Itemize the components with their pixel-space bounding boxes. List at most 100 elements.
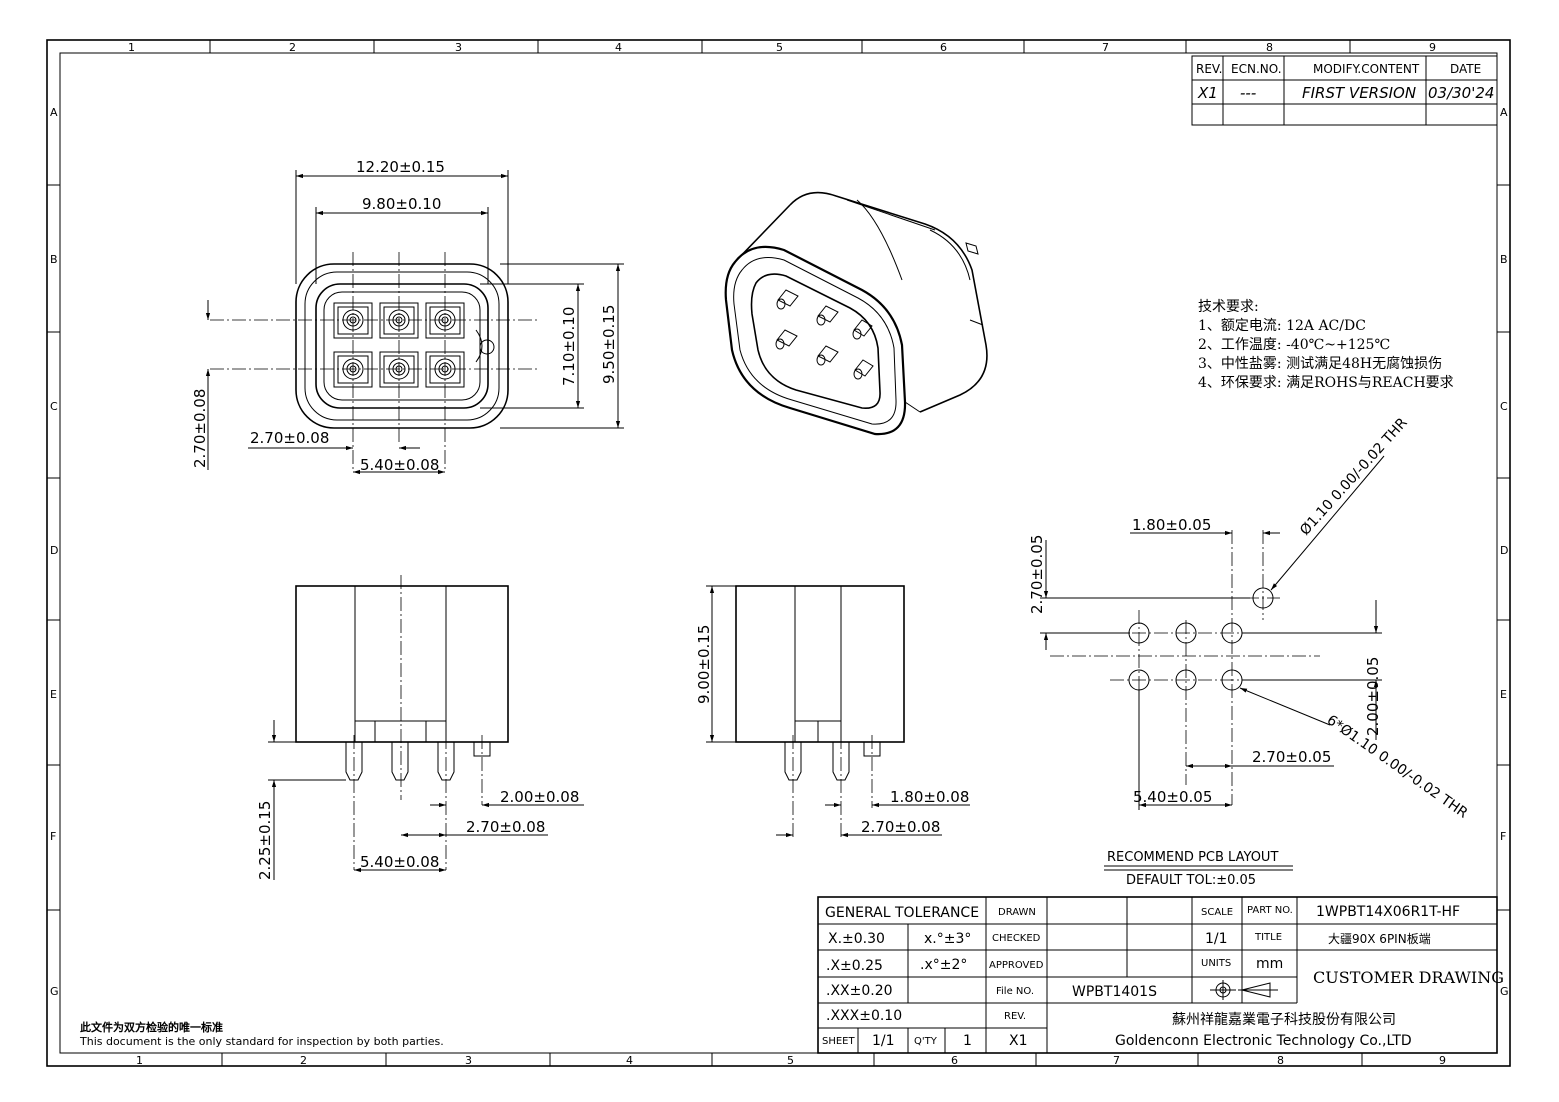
tech-notes-title: 技术要求: [1198,299,1259,315]
title-block: GENERAL TOLERANCE X.±0.30 .X±0.25 .XX±0.… [817,896,1504,1054]
zone-col-1: 1 [128,41,135,54]
zone-row-a: A [50,106,58,119]
zone-row-f: F [50,830,56,843]
zone-row-d-right: D [1500,544,1508,557]
zone-row-e: E [50,688,57,701]
rev-ecn-value: --- [1240,84,1256,102]
zone-row-f-right: F [1500,830,1506,843]
customer-drawing-label: CUSTOMER DRAWING [1313,968,1504,987]
angle-tolerance-2: .x°±2° [920,957,967,973]
zone-row-c-right: C [1500,400,1508,413]
dim-pcb-col-pitch: 2.70±0.05 [1252,748,1331,766]
front-view: 12.20±0.15 9.80±0.10 7.10±0.10 9.50±0.15… [191,158,624,475]
zone-col-8-bottom: 8 [1277,1054,1284,1067]
sheet-value: 1/1 [872,1033,895,1049]
zone-col-3-bottom: 3 [465,1054,472,1067]
tolerance-2dp: .XX±0.20 [826,983,893,999]
general-tolerance-label: GENERAL TOLERANCE [825,905,979,921]
zone-col-4-bottom: 4 [626,1054,633,1067]
tech-note-4: 4、环保要求: 满足ROHS与REACH要求 [1198,375,1454,391]
rev-header-rev: REV. [1196,62,1222,76]
title-value: 大疆90X 6PIN板端 [1328,932,1431,946]
part-no-value: 1WPBT14X06R1T-HF [1316,904,1460,920]
units-value: mm [1256,956,1283,972]
side-view-right: 9.00±0.15 1.80±0.08 2.70±0.08 [695,585,970,838]
zone-row-a-right: A [1500,106,1508,119]
tech-note-2: 2、工作温度: -40℃~+125℃ [1198,337,1390,353]
tech-note-1: 1、额定电流: 12A AC/DC [1198,318,1366,334]
zone-col-1-bottom: 1 [136,1054,143,1067]
notice-cn: 此文件为双方检验的唯一标准 [80,1020,223,1034]
pcb-layout: 1.80±0.05 2.70±0.05 2.00±0.05 2.70±0.05 … [1028,415,1471,888]
dim-pin-offset: 2.00±0.08 [500,788,579,806]
dim-overall-width: 12.20±0.15 [356,158,445,176]
zone-col-4: 4 [615,41,622,54]
zone-col-6-bottom: 6 [951,1054,958,1067]
rev-date-value: 03/30'24 [1428,84,1494,102]
title-label: TITLE [1254,932,1282,943]
zone-row-b: B [50,253,58,266]
rev-value-tb: X1 [1009,1033,1028,1049]
dim-pin-offset-right: 1.80±0.08 [890,788,969,806]
sheet-label: SHEET [822,1036,856,1047]
isometric-view [724,191,988,436]
drawn-label: DRAWN [998,907,1036,918]
zone-col-9: 9 [1429,41,1436,54]
rev-header-date: DATE [1450,62,1481,76]
units-label: UNITS [1201,958,1231,969]
dim-inner-width: 9.80±0.10 [362,195,441,213]
zone-row-b-right: B [1500,253,1508,266]
dim-overall-height: 9.50±0.15 [600,305,618,384]
technical-requirements: 技术要求: 1、额定电流: 12A AC/DC 2、工作温度: -40℃~+12… [1198,299,1454,391]
scale-label: SCALE [1201,907,1233,918]
checked-label: CHECKED [992,933,1041,944]
dim-outer-pitch: 5.40±0.08 [360,456,439,474]
qty-value: 1 [963,1033,972,1049]
zone-col-7-bottom: 7 [1113,1054,1120,1067]
drawing-frame: 1 2 3 4 5 6 7 8 9 1 2 3 4 5 6 7 8 9 A B … [46,39,1511,1067]
dim-col-pitch: 2.70±0.08 [250,429,329,447]
zone-row-e-right: E [1500,688,1507,701]
zone-col-3: 3 [455,41,462,54]
dim-pcb-row-pitch: 2.00±0.05 [1364,657,1382,736]
tolerance-1dp: .X±0.25 [826,958,883,974]
file-no-label: File NO. [996,986,1034,997]
dim-pin-pitch: 2.70±0.08 [466,818,545,836]
zone-col-2-bottom: 2 [300,1054,307,1067]
side-view-left: 2.00±0.08 2.70±0.08 2.25±0.15 5.40±0.08 [256,575,584,880]
zone-col-2: 2 [289,41,296,54]
company-name-en: Goldenconn Electronic Technology Co.,LTD [1115,1033,1412,1049]
dim-row-pitch: 2.70±0.08 [191,389,209,468]
dim-pin-pitch-right: 2.70±0.08 [861,818,940,836]
zone-row-g-right: G [1500,985,1509,998]
zone-col-5-bottom: 5 [787,1054,794,1067]
zone-row-d: D [50,544,58,557]
hole-callout-single: Ø1.10 0.00/-0.02 THR [1297,415,1411,539]
scale-value: 1/1 [1205,931,1228,947]
zone-col-5: 5 [776,41,783,54]
zone-col-7: 7 [1102,41,1109,54]
zone-col-8: 8 [1266,41,1273,54]
angle-tolerance-1: x.°±3° [924,931,971,947]
dim-body-height: 9.00±0.15 [695,625,713,704]
rev-value: X1 [1197,84,1218,102]
company-name-cn: 蘇州祥龍嘉業電子科技股份有限公司 [1172,1011,1396,1028]
dim-pin-span: 5.40±0.08 [360,853,439,871]
tech-note-3: 3、中性盐雾: 测试满足48H无腐蚀损伤 [1198,355,1442,372]
rev-header-content: MODIFY.CONTENT [1313,62,1420,76]
zone-col-6: 6 [940,41,947,54]
dim-pcb-offset-y: 2.70±0.05 [1028,535,1046,614]
tolerance-x: X.±0.30 [828,931,885,947]
zone-row-g: G [50,985,59,998]
hole-callout-multi: 6*Ø1.10 0.00/-0.02 THR [1324,712,1471,822]
revision-table: REV. ECN.NO. MODIFY.CONTENT DATE X1 --- … [1191,55,1498,126]
dim-pin-length: 2.25±0.15 [256,801,274,880]
notice-en: This document is the only standard for i… [79,1035,444,1048]
rev-label: REV. [1004,1011,1026,1022]
notice: 此文件为双方检验的唯一标准 This document is the only … [79,1020,444,1048]
part-no-label: PART NO. [1247,905,1293,916]
qty-label: Q'TY [914,1036,938,1047]
pcb-layout-title: RECOMMEND PCB LAYOUT [1107,850,1278,865]
file-no-value: WPBT1401S [1072,984,1157,1000]
